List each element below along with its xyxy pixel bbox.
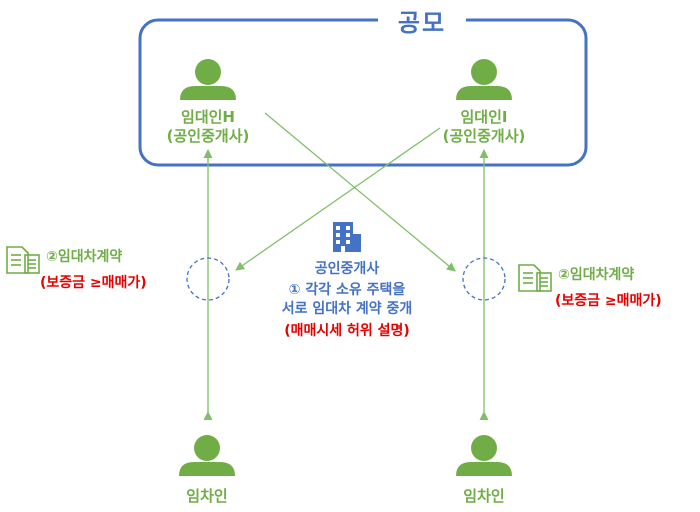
contract-left-note: (보증금 ≥매매가) <box>40 275 147 291</box>
arrow-h-to-right-circle <box>264 112 456 272</box>
tenant-right-label: 임차인 <box>463 487 505 505</box>
broker-step1-line1: ① 각각 소유 주택을 <box>288 282 406 298</box>
contract-right-label: ②임대차계약 <box>558 267 635 283</box>
person-icon <box>456 435 512 476</box>
broker-label: 공인중개사 <box>314 261 380 277</box>
lessor-h-name: 임대인H <box>181 108 235 126</box>
person-icon <box>180 59 236 100</box>
broker-step1-note: (매매시세 허위 설명) <box>284 323 410 339</box>
group-title: 공모 <box>378 6 466 40</box>
contract-circle-left <box>186 257 230 301</box>
building-icon <box>333 222 361 252</box>
broker-step1-line2: 서로 임대차 계약 중개 <box>281 301 413 317</box>
lessor-i-role: (공인중개사) <box>442 127 526 145</box>
lessor-i-label: 임대인I (공인중개사) <box>434 108 534 146</box>
document-icon <box>6 246 40 274</box>
lessor-h-label: 임대인H (공인중개사) <box>158 108 258 146</box>
contract-circle-right <box>462 257 506 301</box>
arrow-i-to-left-circle <box>235 127 441 271</box>
contract-right-note: (보증금 ≥매매가) <box>555 293 662 309</box>
tenant-left-label: 임차인 <box>186 487 228 505</box>
person-icon <box>179 435 235 476</box>
lessor-h-role: (공인중개사) <box>166 127 250 145</box>
document-icon <box>518 264 552 292</box>
contract-left-label: ②임대차계약 <box>46 249 123 265</box>
person-icon <box>456 59 512 100</box>
lessor-i-name: 임대인I <box>460 108 508 126</box>
broker-step1: ① 각각 소유 주택을 서로 임대차 계약 중개 <box>262 281 432 319</box>
group-frame <box>138 18 588 167</box>
